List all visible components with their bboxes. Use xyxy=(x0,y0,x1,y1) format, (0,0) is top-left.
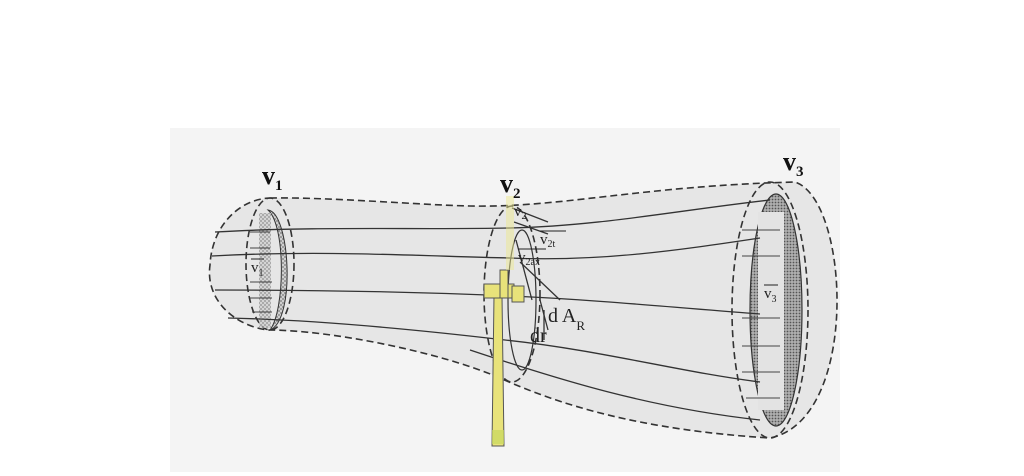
dar-label: d AR xyxy=(548,305,585,333)
rotor-annulus xyxy=(507,229,537,371)
inlet-cross-section xyxy=(245,197,295,331)
velocity-triangle xyxy=(511,207,561,340)
v2-inner-label: v2 xyxy=(514,204,527,222)
dr-label: dr xyxy=(530,325,547,347)
v1-label: v1 xyxy=(262,161,283,194)
outlet-core xyxy=(758,212,784,410)
v2t-label: v2t xyxy=(540,232,556,250)
outlet-velocity-arrows xyxy=(742,229,780,399)
v2ax-label: v2ax xyxy=(518,250,540,268)
v3-inner-label: v3 xyxy=(764,286,777,305)
v2-label: v2 xyxy=(500,169,521,202)
outlet-cross-section xyxy=(731,181,809,439)
v3-label: v3 xyxy=(783,147,804,180)
inlet-velocity-arrows xyxy=(250,231,272,313)
stream-tube xyxy=(208,181,838,439)
inlet-disc xyxy=(266,209,288,332)
inlet-disc-core xyxy=(259,213,271,328)
v1-inner-label: v1 xyxy=(251,260,264,279)
rotor-blade xyxy=(483,196,525,447)
